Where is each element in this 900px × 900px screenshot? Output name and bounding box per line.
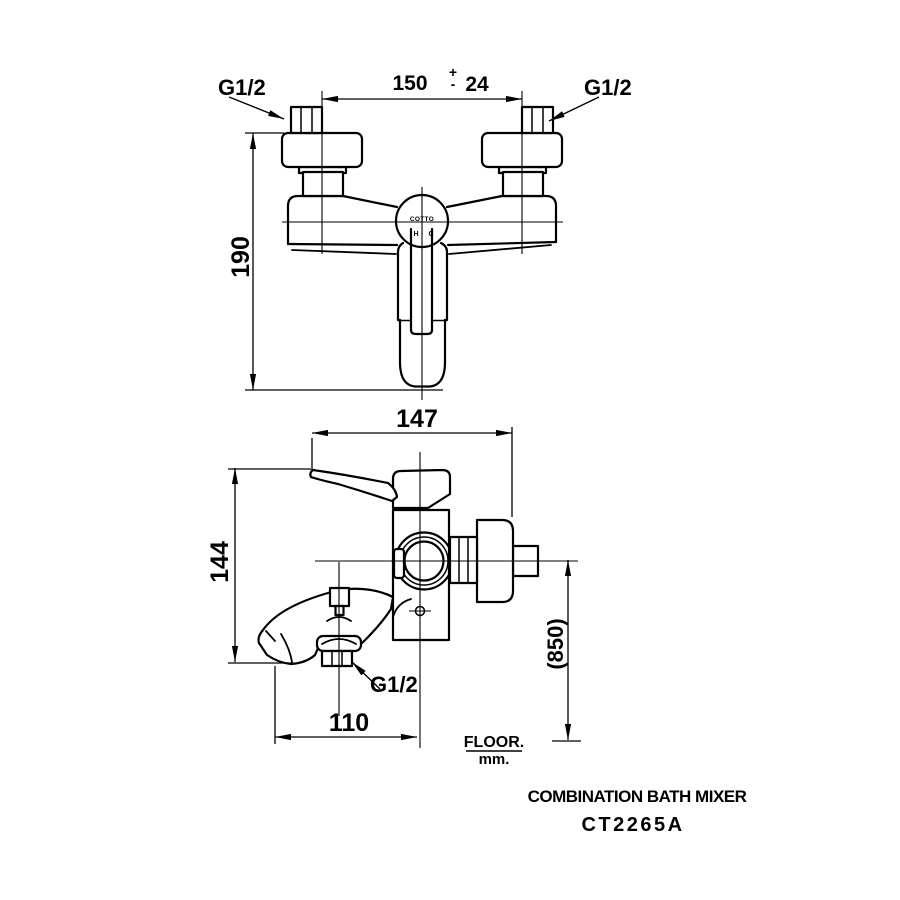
title-block: COMBINATION BATH MIXER CT2265A: [528, 787, 748, 836]
left-hex-nut: [289, 105, 324, 135]
body-bar-top-left-slant: [341, 194, 399, 209]
body-bar-top-right-slant: [445, 194, 504, 209]
handle-cap-side: [391, 468, 452, 510]
floor-unit: mm.: [479, 751, 510, 768]
cartridge-end-cap: [392, 547, 406, 580]
spout-hex-nut: [320, 649, 354, 668]
dim-850-value: (850): [543, 618, 568, 669]
floor-label: FLOOR.: [464, 734, 524, 751]
spout-body-fillet: [392, 598, 412, 618]
spout-hex-nut-facets: [331, 651, 343, 666]
body-bar-bottom-right: [446, 240, 558, 247]
side-view-dimensions: 147 144 110 (850) G1/2 FLOOR. mm.: [206, 405, 581, 768]
left-union-neck: [301, 170, 345, 198]
dim-144-value: 144: [206, 541, 234, 583]
right-hex-nut-facets: [531, 107, 544, 133]
hot-marker: H: [413, 231, 418, 238]
thread-label-spout: G1/2: [370, 672, 418, 697]
thread-label-right: G1/2: [584, 75, 632, 100]
side-view: [257, 468, 540, 668]
body-bar-right: [500, 194, 558, 244]
body-bar-bottom-left: [286, 242, 399, 247]
dim-110-value: 110: [329, 709, 369, 737]
dim-150-tol-plus: +: [449, 64, 457, 80]
product-name: COMBINATION BATH MIXER: [528, 787, 747, 806]
dim-150-value: 150: [392, 72, 427, 95]
model-code: CT2265A: [581, 814, 684, 836]
right-union-neck: [501, 170, 545, 198]
thread-label-left: G1/2: [218, 75, 266, 100]
wall-hex-nut: [448, 535, 479, 585]
body-bar-left: [286, 194, 345, 246]
left-hex-nut-facets: [300, 107, 313, 133]
right-hex-nut: [520, 105, 555, 135]
front-view-dimensions: 150 + - 24 190 G1/2 G1/2: [218, 64, 632, 400]
dim-150-tol-value: 24: [465, 73, 489, 96]
spout-outlet-edge: [280, 633, 293, 663]
handle-lever-side: [309, 468, 399, 503]
cold-marker: C: [428, 231, 433, 238]
body-underside-right: [448, 244, 552, 255]
leader-g12-spout: [351, 661, 381, 690]
dim-190-value: 190: [227, 236, 255, 278]
leader-g12-right: [548, 96, 600, 122]
body-underside-left: [291, 249, 397, 255]
spout-surface-line: [265, 630, 276, 642]
leader-g12-left: [228, 96, 285, 120]
dim-147-value: 147: [396, 405, 438, 433]
wall-hex-nut-facets: [458, 537, 469, 583]
dim-150-tol-minus: -: [451, 76, 456, 92]
